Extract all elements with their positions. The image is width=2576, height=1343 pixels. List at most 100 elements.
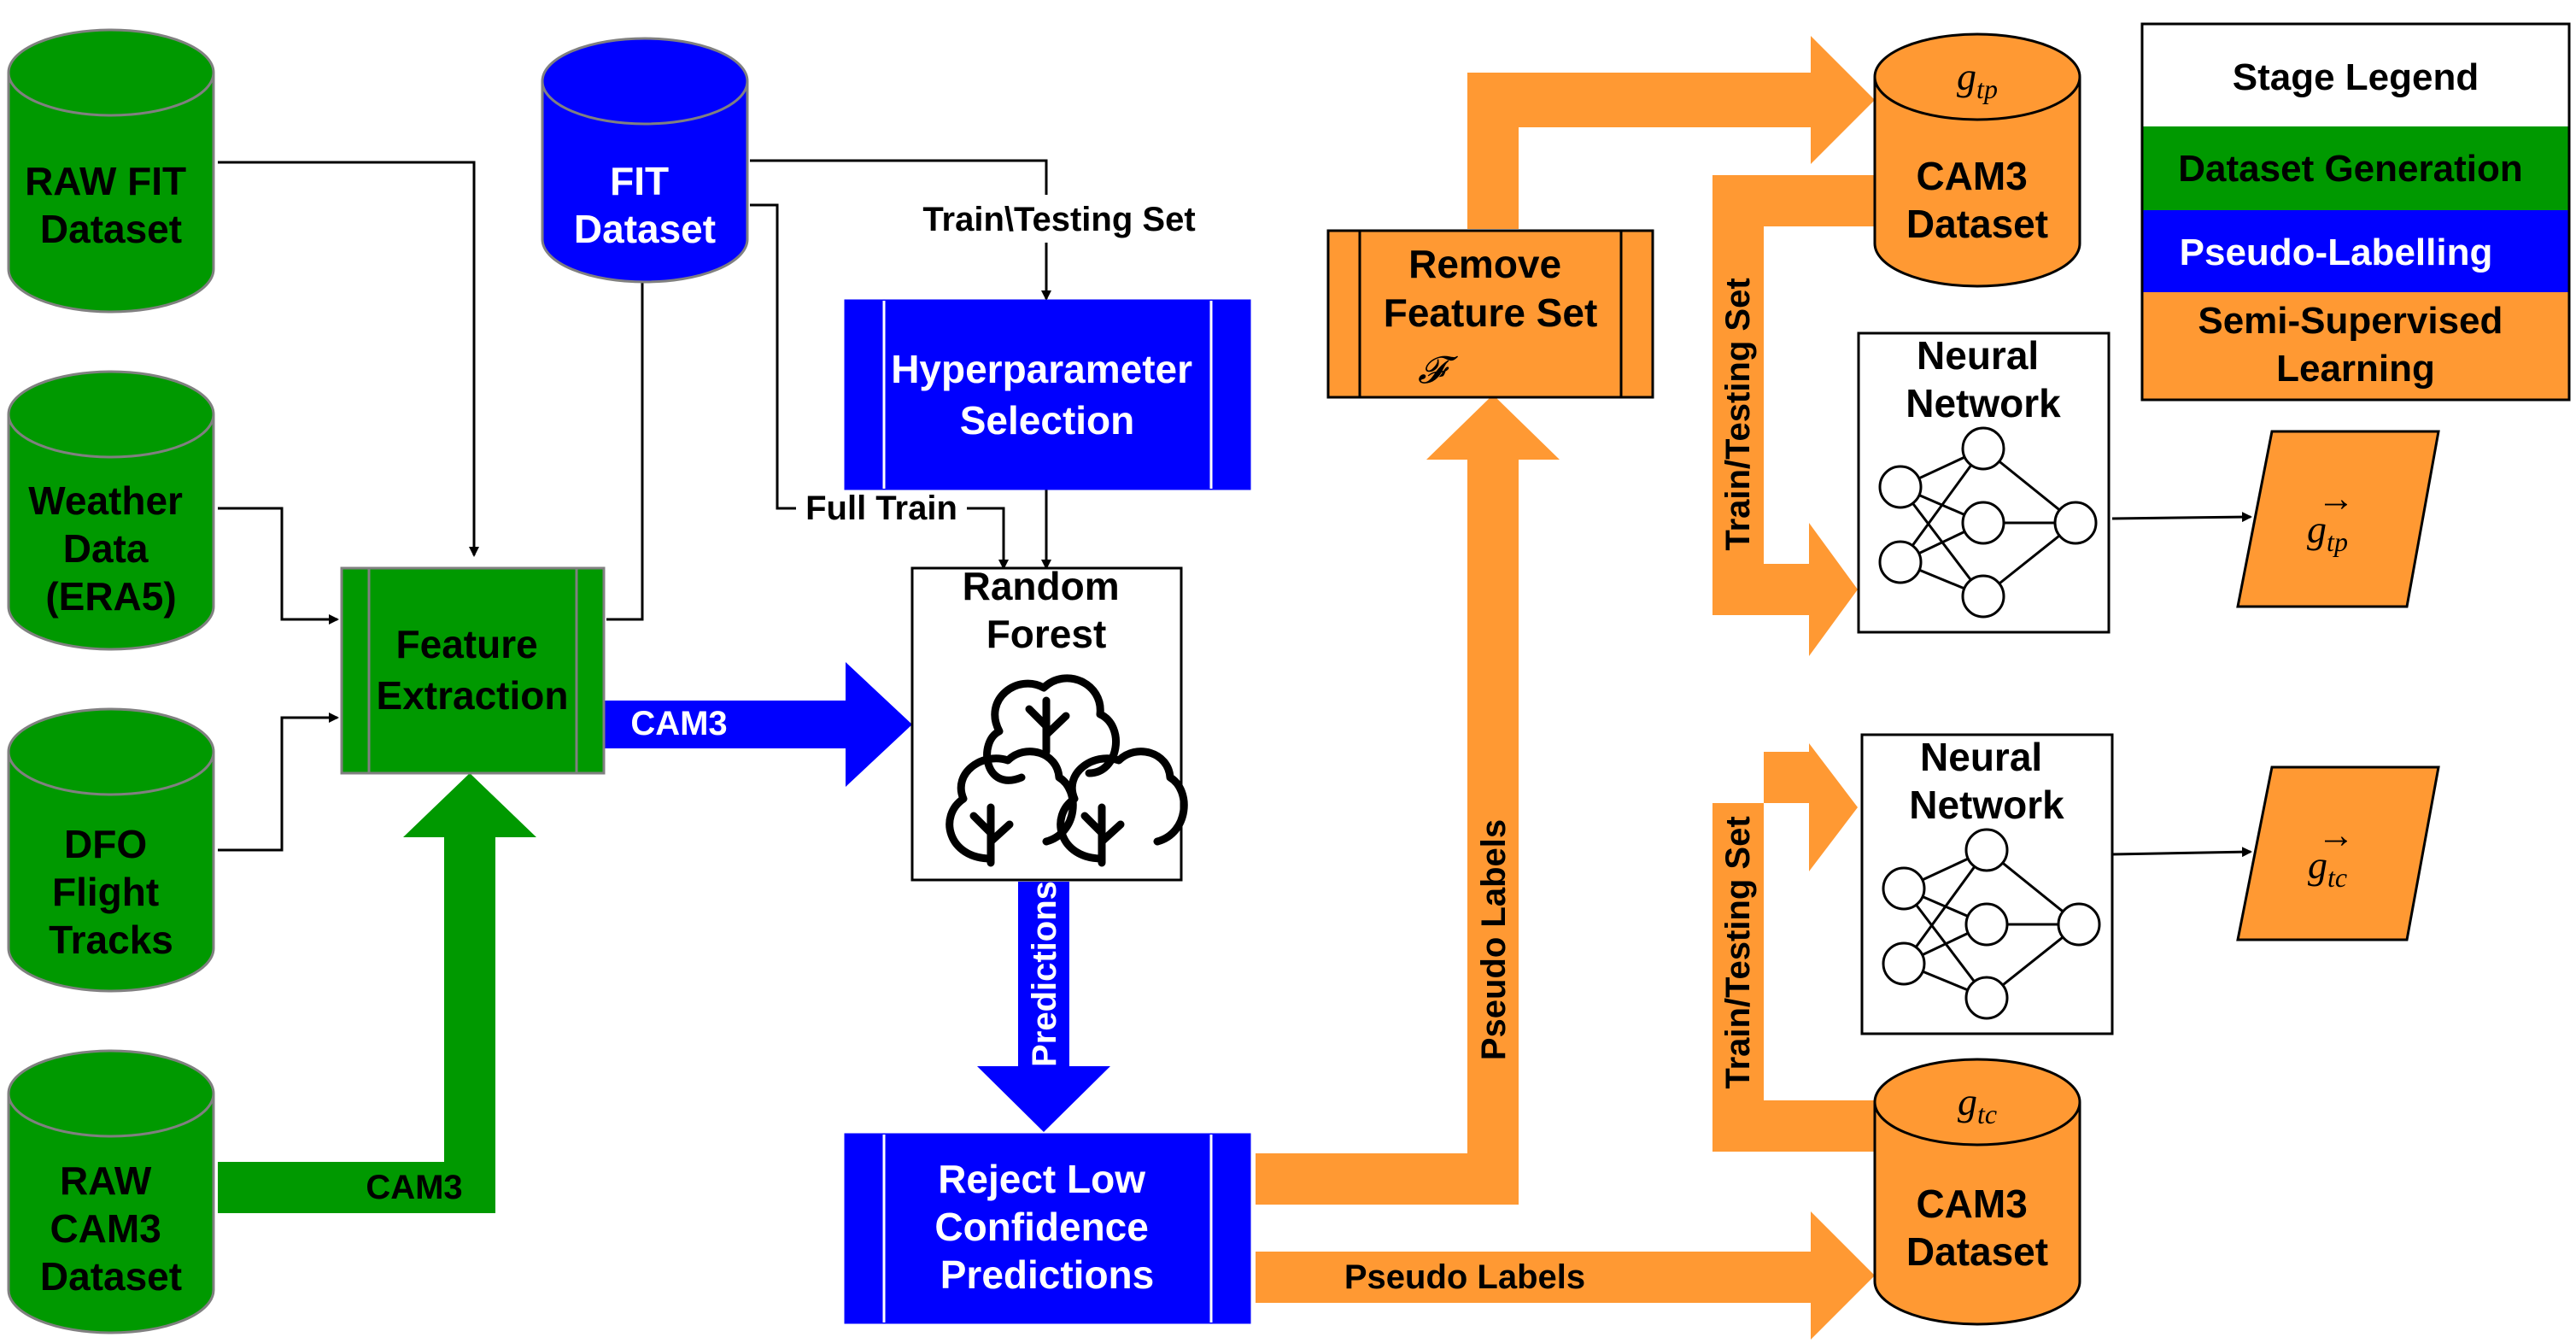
thick-flow-arrows [218, 36, 1875, 1340]
random-forest-line-2: Forest [986, 612, 1107, 656]
forest-icon [946, 674, 1188, 867]
dataset-weather: Weather Data (ERA5) [7, 370, 215, 651]
edge-nn-tp-to-gtp [2111, 512, 2252, 523]
dfo-line-1: DFO [64, 822, 147, 866]
fit-line-2: Dataset [574, 207, 716, 251]
arrow-reject-to-cam3tc [1256, 1211, 1875, 1340]
stage-legend: Stage Legend Dataset Generation Pseudo-L… [2140, 22, 2571, 402]
hyperparameter-line-2: Selection [960, 398, 1135, 443]
raw-cam3-line-2: CAM3 [50, 1206, 161, 1251]
legend-title: Stage Legend [2233, 56, 2479, 98]
arrow-reject-to-remove [1256, 395, 1560, 1205]
model-neural-network-tp: Neural Network [1857, 331, 2111, 634]
legend-swatch-pseudo-labelling [2142, 210, 2569, 292]
feature-extraction-line-1: Feature [396, 622, 538, 666]
nn-tp-line-1: Neural [1917, 333, 2039, 378]
cam3-tc-symbol: g [1958, 1080, 1977, 1123]
cam3-tp-line-2: Dataset [1906, 202, 2048, 246]
reject-line-1: Reject Low [938, 1157, 1145, 1201]
reject-line-2: Confidence [934, 1205, 1148, 1249]
svg-text:Hyperparameter Selection: Hyperparameter Selection [891, 347, 1203, 443]
dataset-raw-cam3: RAW CAM3 Dataset [7, 1049, 215, 1334]
arrow-cam3tp-to-nntp [1712, 175, 1875, 656]
output-g-tp: → gtp [2236, 430, 2440, 608]
dataset-cam3-tc: gtc CAM3 Dataset [1873, 1058, 2081, 1326]
raw-fit-line-2: Dataset [40, 207, 182, 251]
dataset-dfo: DFO Flight Tracks [7, 707, 215, 993]
edge-rawfit-to-feature [218, 161, 479, 557]
cam3-tp-line-1: CAM3 [1916, 154, 2027, 198]
cam3-tp-symbol: g [1957, 55, 1976, 98]
label-train-testing-set: Train\Testing Set [922, 201, 1195, 238]
label-pseudo-labels-right: Pseudo Labels [1344, 1258, 1585, 1296]
fit-line-1: FIT [610, 159, 669, 203]
dfo-line-2: Flight [52, 870, 159, 914]
label-predictions: Predictions [1026, 881, 1063, 1067]
svg-text:gtp: gtp [1957, 55, 1998, 104]
arrow-rf-to-reject [977, 882, 1110, 1132]
legend-label-semi-supervised-1: Semi-Supervised [2198, 300, 2503, 342]
hyperparameter-line-1: Hyperparameter [891, 347, 1192, 391]
remove-feature-line-2: Feature Set [1384, 290, 1598, 335]
arrow-feature-to-rf [604, 662, 912, 787]
reject-line-3: Predictions [940, 1252, 1155, 1297]
legend-label-pseudo-labelling: Pseudo-Labelling [2180, 232, 2493, 273]
raw-fit-line-1: RAW FIT [25, 159, 186, 203]
edge-fit-to-hyperparam [750, 159, 1051, 301]
dataset-raw-fit: RAW FIT Dataset [7, 28, 215, 314]
svg-text:Neural Network: Neural Network [1909, 735, 2064, 827]
edge-dfo-to-feature [218, 713, 339, 852]
cam3-tc-line-1: CAM3 [1916, 1182, 2027, 1226]
cam3-tc-line-2: Dataset [1906, 1229, 2048, 1274]
nn-tc-line-1: Neural [1920, 735, 2042, 779]
nn-tp-line-2: Network [1906, 381, 2061, 425]
svg-text:gtp: gtp [2307, 507, 2348, 557]
model-random-forest: Random Forest [910, 564, 1188, 882]
output-g-tc: → gtc [2236, 765, 2440, 941]
svg-text:Semi-Supervised Learning: Semi-Supervised Learning [2198, 300, 2513, 390]
process-feature-extraction: Feature Extraction [340, 566, 606, 775]
svg-text:CAM3 Dataset: CAM3 Dataset [1906, 1182, 2048, 1274]
legend-label-dataset-generation: Dataset Generation [2178, 148, 2522, 190]
g-tp-symbol: g [2307, 507, 2327, 551]
arrow-rawcam3-to-feature [218, 773, 536, 1213]
arrow-remove-to-cam3tp-body [1467, 36, 1875, 229]
g-tp-arrow: → [2317, 478, 2355, 519]
raw-cam3-line-3: Dataset [40, 1254, 182, 1299]
weather-line-2: Data [63, 526, 149, 571]
dataset-cam3-tp: gtp CAM3 Dataset [1873, 32, 2081, 288]
svg-text:DFO Flight Tracks: DFO Flight Tracks [49, 822, 173, 962]
nn-tp-icon [1878, 426, 2098, 619]
svg-text:FIT Dataset: FIT Dataset [574, 159, 716, 251]
svg-text:RAW CAM3 Dataset: RAW CAM3 Dataset [40, 1158, 182, 1299]
process-reject-low-confidence: Reject Low Confidence Predictions [844, 1133, 1251, 1324]
label-cam3-raw: CAM3 [366, 1169, 462, 1206]
dfo-line-3: Tracks [49, 918, 173, 962]
model-neural-network-tc: Neural Network [1860, 733, 2114, 1035]
label-pseudo-labels-up: Pseudo Labels [1475, 819, 1513, 1060]
legend-swatch-dataset-generation [2142, 126, 2569, 210]
svg-text:Feature Extraction: Feature Extraction [377, 622, 569, 718]
cam3-tc-sub: tc [1977, 1099, 1997, 1129]
nn-tc-icon [1882, 828, 2101, 1020]
process-hyperparameter-selection: Hyperparameter Selection [844, 299, 1251, 490]
train-testing-label-bg [901, 195, 1209, 243]
edge-feature-to-fit [606, 265, 647, 621]
edge-labels: Train\Testing Set Full Train CAM3 CAM3 P… [366, 195, 1757, 1296]
remove-feature-line-1: Remove [1408, 242, 1561, 286]
legend-swatch-semi-supervised [2142, 292, 2569, 400]
svg-text:RAW FIT Dataset: RAW FIT Dataset [25, 159, 197, 251]
edge-fit-full-train [750, 203, 1009, 570]
process-remove-feature-set: Remove Feature Set 𝓕 [1326, 229, 1654, 399]
cam3-tp-sub: tp [1976, 73, 1998, 104]
arrow-cam3tc-to-nntc [1712, 743, 1875, 1152]
nn-tc-line-2: Network [1909, 783, 2064, 827]
thin-connectors [218, 159, 2252, 858]
dataset-fit: FIT Dataset [541, 37, 749, 284]
label-train-testing-tc: Train/Testing Set [1719, 816, 1757, 1088]
legend-label-semi-supervised-2: Learning [2276, 348, 2435, 390]
svg-text:gtc: gtc [2308, 843, 2347, 893]
g-tc-arrow: → [2317, 814, 2355, 856]
label-train-testing-tp: Train/Testing Set [1719, 278, 1757, 550]
